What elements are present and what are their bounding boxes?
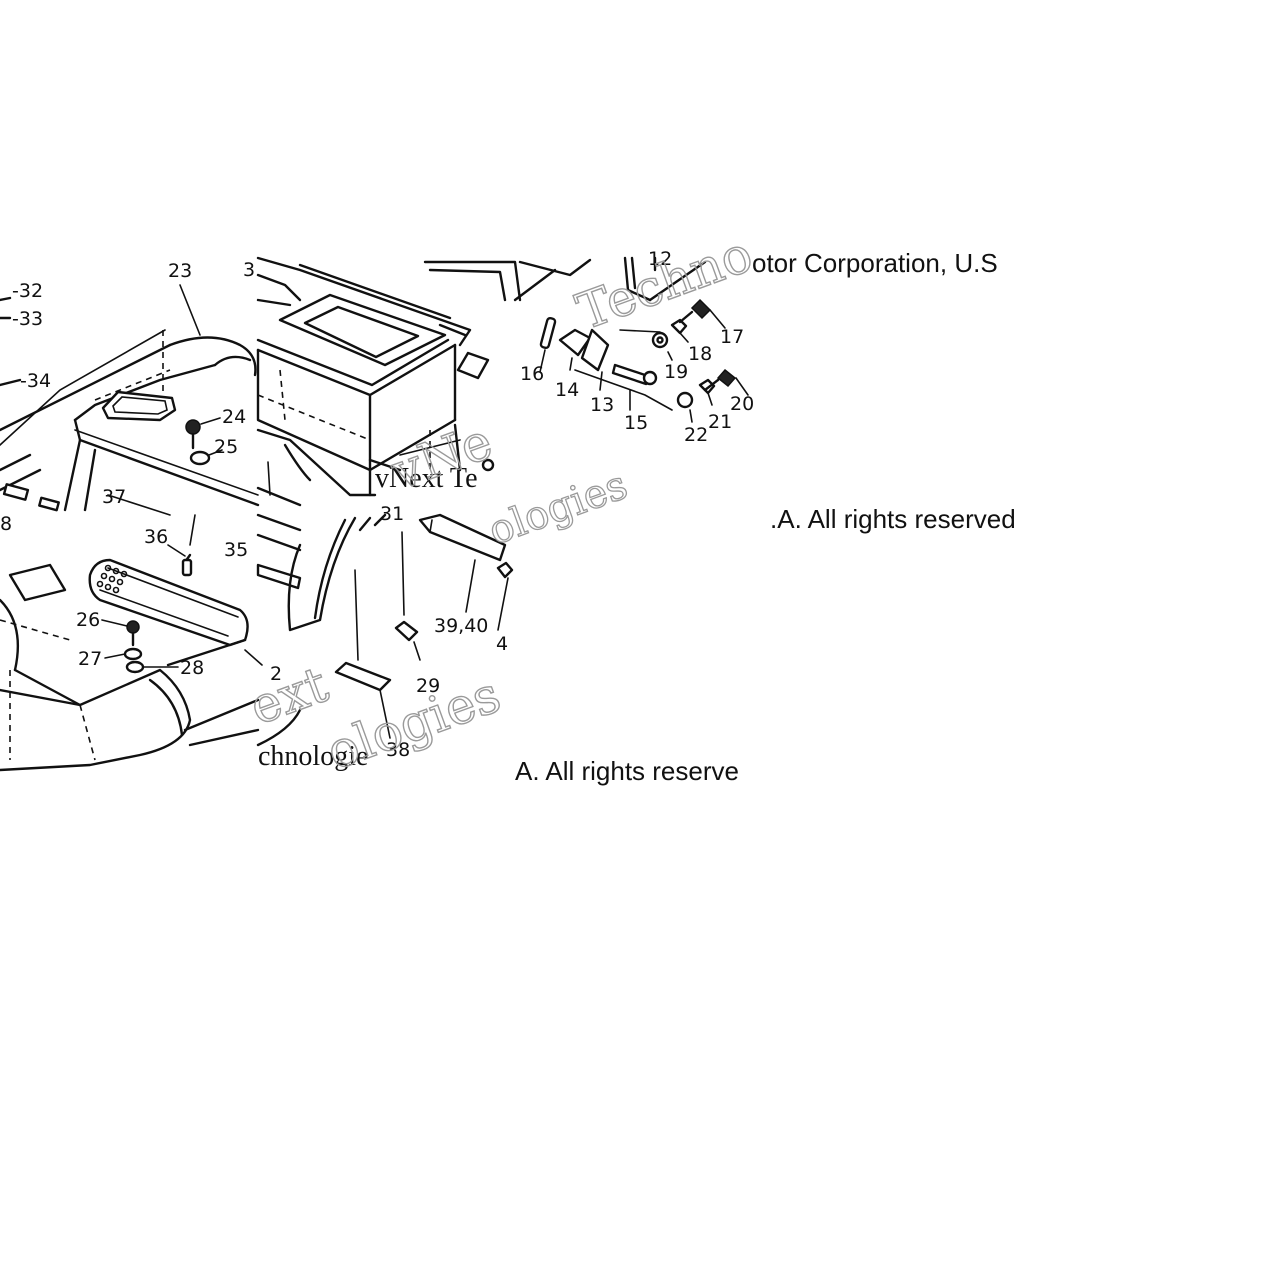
watermark-text: ologies [483,462,634,554]
watermark-text: ologies [319,665,507,781]
callout-22: 22 [684,424,708,446]
callout-12: 12 [648,248,672,270]
part-24-bolt [185,417,221,450]
copyright-text-top: otor Corporation, U.S [752,248,998,278]
callout-20: 20 [730,393,754,415]
copyright-text-bottom: A. All rights reserve [515,756,739,786]
callout-27: 27 [78,648,102,670]
callout-36: 36 [144,526,168,548]
callout-16: 16 [520,363,544,385]
callout-34: -34 [20,370,51,392]
watermark-text: ext [242,655,335,736]
callout-17: 17 [720,326,744,348]
callout-39-40: 39,40 [434,615,488,637]
watermark-text: Techno [569,225,759,342]
callout-3: 3 [243,259,255,281]
part-25-nut [189,449,223,466]
vent-holes [96,564,128,594]
serif-overlay-text-bottom: chnologie [258,741,368,772]
callout-24: 24 [222,406,246,428]
callout-19: 19 [664,361,688,383]
callout-13: 13 [590,394,614,416]
seat-opening [101,330,177,422]
rear-body-panel [0,296,260,512]
callout-31: 31 [380,503,404,525]
callout-38: 38 [386,739,410,761]
side-fender [256,513,421,747]
callout-28: 28 [180,657,204,679]
callout-8: 8 [0,513,12,535]
part-36-pin [167,544,193,577]
callout-33: -33 [12,308,43,330]
footrest-bracket [418,513,514,631]
copyright-text-mid: .A. All rights reserved [770,504,1016,534]
callout-2: 2 [270,663,282,685]
callout-25: 25 [214,436,238,458]
callout-15: 15 [624,412,648,434]
part-28-nut [125,660,179,674]
callout-18: 18 [688,343,712,365]
serif-overlay-text: vNext Te [375,463,478,494]
part-27-washer [104,647,143,661]
seat-base-box [256,256,495,507]
hinge-assembly [423,256,749,423]
callout-35: 35 [224,539,248,561]
callout-29: 29 [416,675,440,697]
callout-4: 4 [496,633,508,655]
callout-26: 26 [76,609,100,631]
seat-cushion-lower [0,514,263,772]
part-26-bolt [101,619,140,647]
callout-14: 14 [555,379,579,401]
callout-37: 37 [102,486,126,508]
callout-21: 21 [708,411,732,433]
callout-32: -32 [12,280,43,302]
callout-23: 23 [168,260,192,282]
